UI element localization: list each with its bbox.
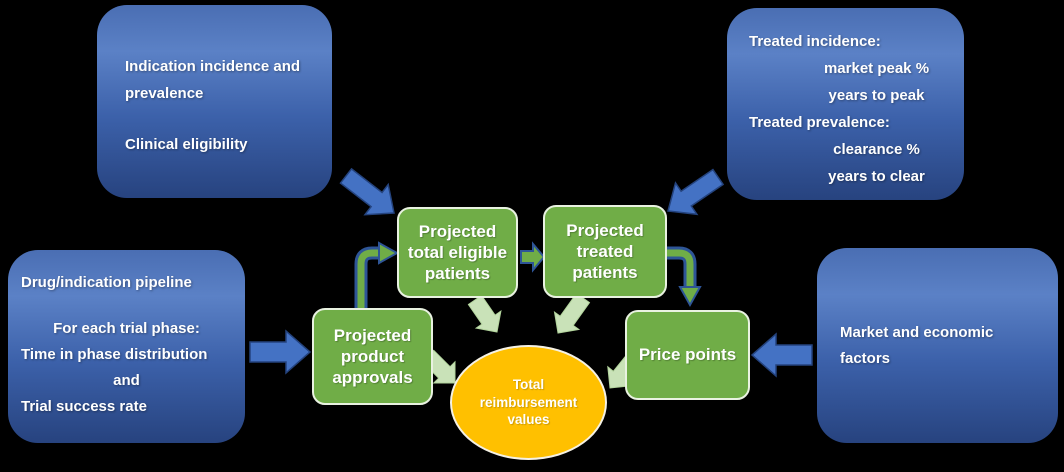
pipeline-line: Trial success rate	[21, 398, 147, 415]
arrow-treatedparams-to-treated	[667, 168, 725, 216]
pipeline-line: and	[113, 372, 140, 389]
arrow-eligible-to-total	[467, 294, 502, 333]
input-box-indication: Indication incidence and prevalence Clin…	[97, 5, 332, 198]
result-total-reimbursement-values: Total reimbursement values	[450, 345, 607, 460]
market-line: Market and economic factors	[840, 323, 994, 367]
spacer	[125, 107, 308, 131]
elbow-approvals-to-eligible-head	[378, 241, 400, 265]
arrow-market-to-price	[750, 332, 813, 378]
elbow-approvals-to-eligible-outline	[354, 246, 379, 309]
arrow-eligible-to-treated	[520, 241, 546, 273]
node-projected-treated-patients: Projected treated patients	[543, 205, 667, 298]
indication-line: Clinical eligibility	[125, 136, 248, 153]
pipeline-line: Drug/indication pipeline	[21, 274, 192, 291]
treated-params-title: Treated incidence:	[749, 33, 881, 50]
node-projected-product-approvals: Projected product approvals	[312, 308, 433, 405]
treated-params-sub: years to clear	[828, 168, 925, 185]
treated-params-title: Treated prevalence:	[749, 114, 890, 131]
elbow-treated-to-price	[667, 249, 694, 287]
node-projected-total-eligible-patients: Projected total eligible patients	[397, 207, 518, 298]
pipeline-line: For each trial phase:	[53, 320, 200, 337]
input-box-pipeline: Drug/indication pipeline For each trial …	[8, 250, 245, 443]
input-box-market: Market and economic factors	[817, 248, 1058, 443]
elbow-treated-to-price-outline	[667, 246, 697, 287]
arrow-treated-to-total	[553, 292, 591, 334]
treated-params-sub: years to peak	[828, 87, 925, 104]
spacer	[21, 296, 232, 316]
arrow-pipeline-to-approvals	[249, 329, 312, 375]
pipeline-line: Time in phase distribution	[21, 346, 208, 363]
elbow-approvals-to-eligible	[357, 249, 379, 309]
treated-params-sub: clearance %	[833, 141, 920, 158]
elbow-treated-to-price-head	[678, 286, 702, 308]
treated-params-sub: market peak %	[823, 60, 930, 77]
arrow-indication-to-eligible	[339, 167, 395, 216]
input-box-treated-params: Treated incidence: market peak % years t…	[727, 8, 964, 200]
indication-line: Indication incidence and prevalence	[125, 58, 301, 102]
node-price-points: Price points	[625, 310, 750, 400]
